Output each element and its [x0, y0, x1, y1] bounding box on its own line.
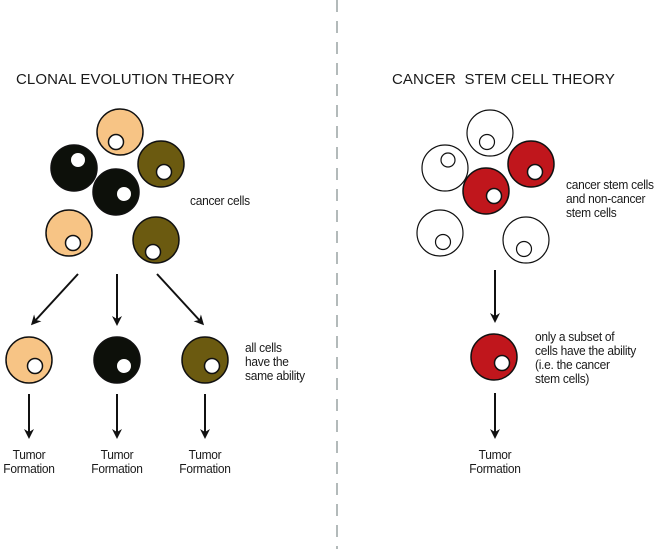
left-cluster-label: cancer cells: [190, 193, 250, 208]
right-panel-title: CANCER STEM CELL THEORY: [392, 71, 616, 88]
cell-empty-bottom-right: [502, 216, 550, 264]
left-cell-cluster: [45, 108, 185, 264]
cell-black-center: [92, 168, 140, 216]
cell-stem-center: [462, 167, 510, 215]
left-result-label: all cells have the same ability: [245, 340, 305, 384]
arrow-to-light-cell: [30, 273, 79, 326]
result-cell-stem: [470, 333, 518, 381]
left-panel-title: CLONAL EVOLUTION THEORY: [16, 71, 235, 88]
result-cell-olive: [181, 336, 229, 384]
result-cell-light: [5, 336, 53, 384]
arrow-to-olive-cell: [156, 273, 205, 326]
cell-olive-right: [137, 140, 185, 188]
cell-stem-right: [507, 140, 555, 188]
cell-empty-top: [466, 109, 514, 157]
right-cluster-label: cancer stem cells and non-cancer stem ce…: [566, 177, 654, 221]
right-cell-cluster: [416, 109, 555, 264]
cell-light-bottom: [45, 209, 93, 257]
cell-empty-left: [421, 144, 469, 192]
cell-light-top: [96, 108, 144, 156]
result-cell-black: [93, 336, 141, 384]
cell-empty-bottom-left: [416, 209, 464, 257]
cell-black-left: [50, 144, 98, 192]
right-result-label: only a subset of cells have the ability …: [535, 329, 636, 387]
cell-olive-bottom: [132, 216, 180, 264]
